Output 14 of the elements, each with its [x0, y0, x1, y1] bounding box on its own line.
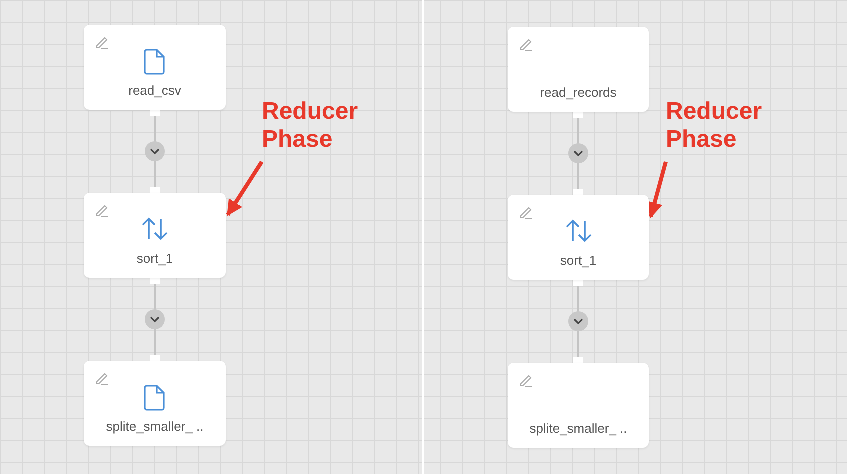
step-label: splite_smaller_ .. — [105, 419, 205, 434]
step-label: read_records — [539, 85, 618, 100]
step-card — [508, 363, 649, 448]
step-card — [84, 193, 226, 278]
step-label: sort_1 — [559, 253, 598, 268]
step-label: sort_1 — [136, 251, 174, 266]
annotation-text: Reducer Phase — [666, 98, 796, 154]
step-label: splite_smaller_ .. — [528, 421, 628, 436]
annotation-text: Reducer Phase — [262, 98, 392, 154]
step-card — [84, 361, 226, 446]
step-card — [84, 25, 226, 110]
step-card — [508, 27, 649, 112]
step-card — [508, 195, 649, 280]
step-label: read_csv — [128, 83, 182, 98]
